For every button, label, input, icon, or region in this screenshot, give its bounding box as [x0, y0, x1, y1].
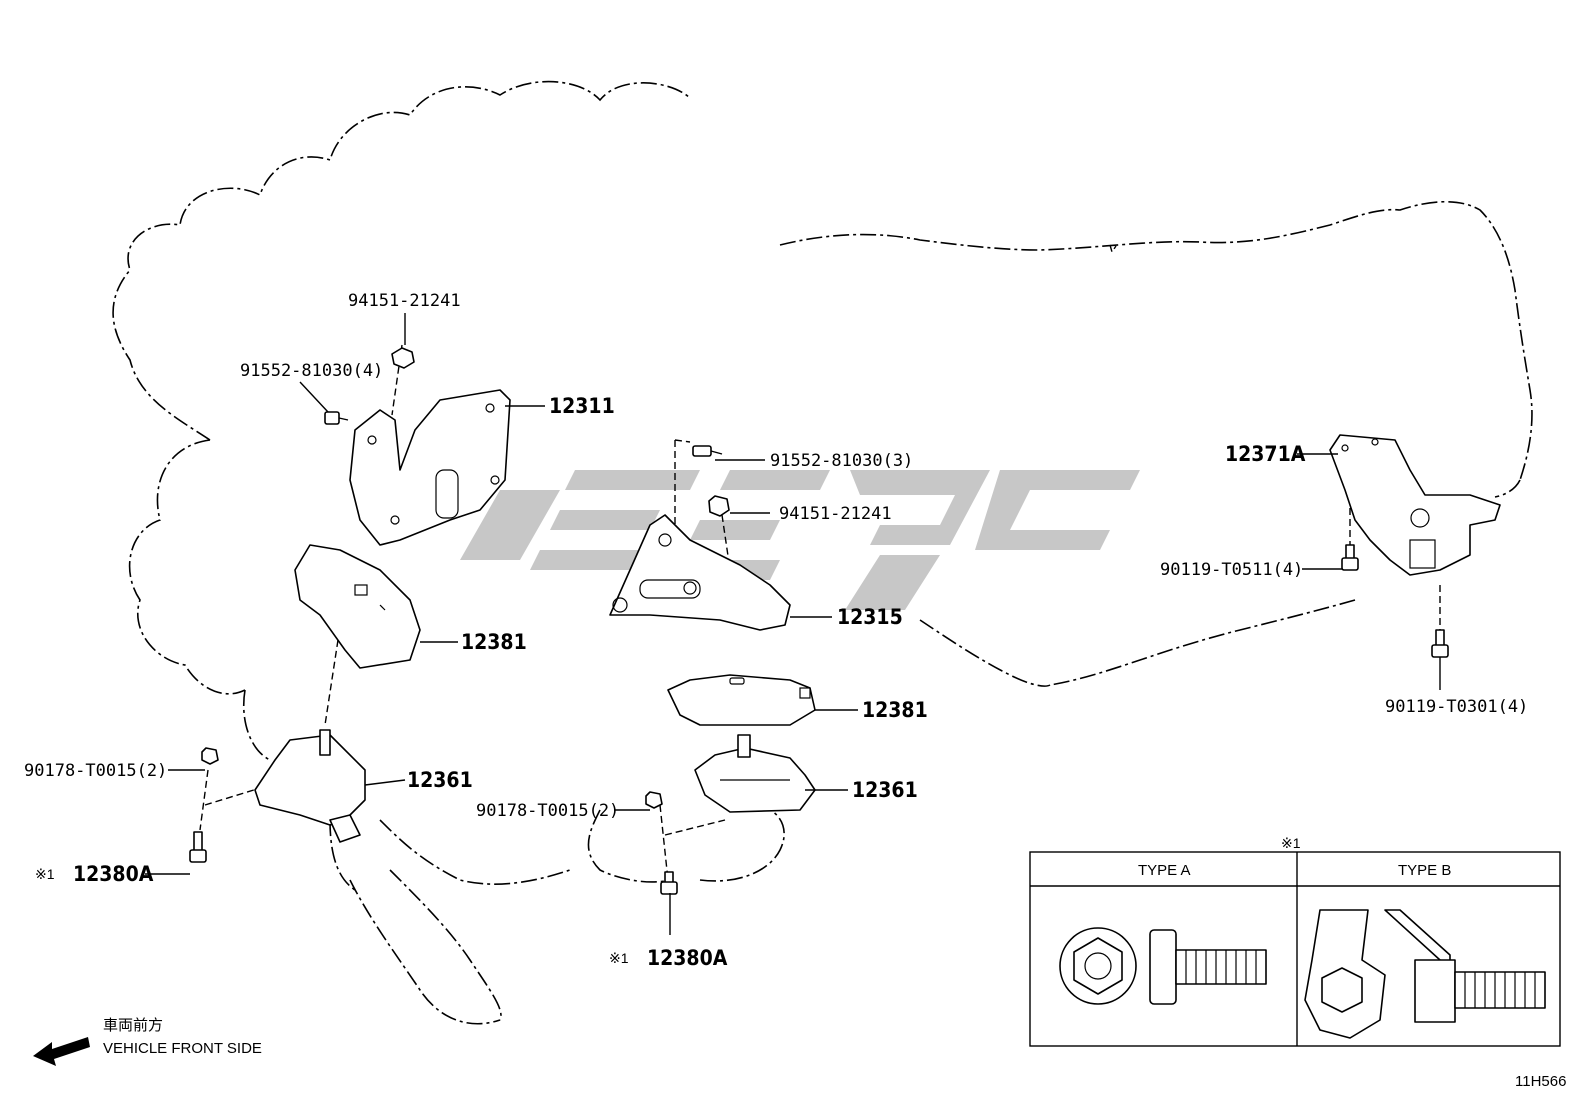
label-12381-left: 12381: [461, 630, 527, 654]
part-12381-mid-insulator[interactable]: [667, 674, 816, 726]
bolt-12380A-left[interactable]: [189, 831, 207, 863]
legend-type-a: TYPE A: [1138, 862, 1191, 879]
bolt-type-legend: ※1 TYPE A TYPE B: [1029, 835, 1561, 1047]
part-12311-bracket[interactable]: [349, 389, 511, 546]
label-12311: 12311: [549, 394, 615, 418]
label-91552-81030-3: 91552-81030(3): [770, 451, 913, 471]
label-90119-T0301-4: 90119-T0301(4): [1385, 697, 1528, 717]
label-90178-T0015-left: 90178-T0015(2): [24, 761, 167, 781]
type-a-bolt-icon: [1059, 927, 1267, 1005]
part-12361-left-mount[interactable]: [254, 729, 366, 843]
bolt-90119-T0511[interactable]: [1341, 544, 1359, 571]
watermark-logo: [460, 470, 1140, 610]
label-12381-mid: 12381: [862, 698, 928, 722]
label-91552-81030-4: 91552-81030(4): [240, 361, 383, 381]
bolt-90119-T0301[interactable]: [1431, 629, 1449, 658]
nut-90178-mid[interactable]: [645, 791, 663, 809]
nut-94151-top[interactable]: [391, 347, 415, 369]
label-leaders: [145, 313, 1441, 935]
legend-type-b: TYPE B: [1398, 862, 1451, 879]
label-90119-T0511-4: 90119-T0511(4): [1160, 560, 1303, 580]
label-94151-21241-top: 94151-21241: [348, 291, 461, 311]
figure-id: 11H566: [1515, 1073, 1566, 1090]
label-12371A: 12371A: [1225, 442, 1306, 466]
nut-94151-mid[interactable]: [708, 495, 730, 517]
bolt-91552-mid[interactable]: [692, 445, 723, 457]
vehicle-front-indicator: 車両前方 VEHICLE FRONT SIDE: [33, 1017, 262, 1066]
part-12361-mid-mount[interactable]: [694, 734, 816, 813]
label-12361-left: 12361: [407, 768, 473, 792]
legend-mark-1: ※1: [1281, 835, 1301, 851]
label-12380A-mid: 12380A: [647, 946, 728, 970]
mark-1-left: ※1: [35, 866, 55, 882]
nut-90178-left[interactable]: [201, 747, 219, 765]
transmission-outline: [779, 200, 1533, 687]
bolt-91552-left[interactable]: [324, 411, 349, 425]
label-90178-T0015-mid: 90178-T0015(2): [476, 801, 619, 821]
type-b-bolt-icon: [1304, 909, 1546, 1039]
part-12315-bracket[interactable]: [609, 514, 791, 631]
label-12380A-left: 12380A: [73, 862, 154, 886]
label-12361-mid: 12361: [852, 778, 918, 802]
direction-japanese: 車両前方: [103, 1017, 163, 1034]
engine-outline: [112, 80, 785, 1025]
direction-english: VEHICLE FRONT SIDE: [103, 1040, 262, 1057]
part-12371A-rear-mount[interactable]: [1329, 434, 1501, 576]
front-arrow-icon: [33, 1037, 90, 1066]
mark-1-mid: ※1: [609, 950, 629, 966]
part-12381-left-insulator[interactable]: [294, 544, 421, 669]
bolt-12380A-mid[interactable]: [660, 871, 678, 895]
label-94151-21241-mid: 94151-21241: [779, 504, 892, 524]
label-12315: 12315: [837, 605, 903, 629]
